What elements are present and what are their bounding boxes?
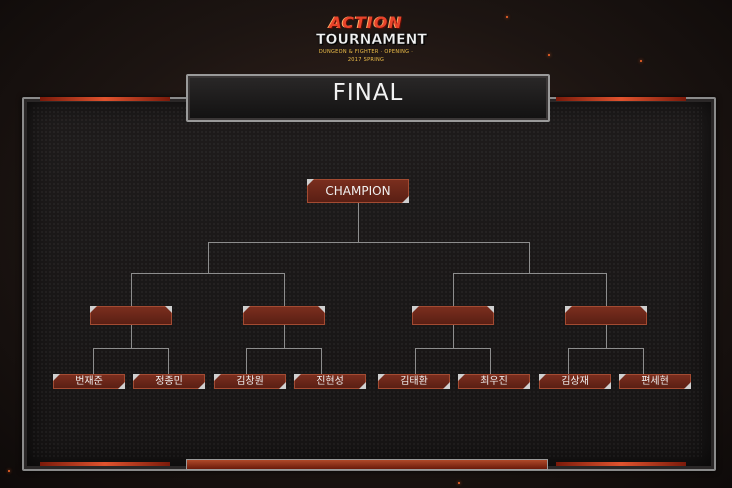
title-plate <box>186 74 550 122</box>
player-slot: 김창원 <box>214 374 286 389</box>
player-slot: 번재준 <box>53 374 125 389</box>
player-slot: 진현성 <box>294 374 366 389</box>
bracket-line <box>131 273 132 306</box>
bracket-line <box>606 325 607 349</box>
bracket-line <box>208 242 530 243</box>
frame-accent-bottom-left <box>40 462 170 466</box>
tournament-logo: ACTION TOURNAMENT DUNGEON & FIGHTER · OP… <box>316 13 427 72</box>
bracket-frame-pattern <box>32 106 702 458</box>
bracket-frame <box>22 97 716 471</box>
bracket-line <box>453 273 607 274</box>
ember-spark <box>506 16 508 18</box>
bracket-line <box>568 348 569 374</box>
bracket-line <box>284 325 285 349</box>
bracket-line <box>246 348 322 349</box>
player-slot: 정종민 <box>133 374 205 389</box>
bracket-line <box>490 348 491 374</box>
bracket-line <box>246 348 247 374</box>
frame-accent-right <box>556 97 686 101</box>
bottom-plate <box>186 459 548 470</box>
ember-spark <box>640 60 642 62</box>
ember-spark <box>8 470 10 472</box>
ember-spark <box>458 482 460 484</box>
bracket-line <box>93 348 94 374</box>
bracket-line <box>643 348 644 374</box>
bracket-line <box>529 242 530 274</box>
bracket-line <box>131 325 132 349</box>
player-slot: 편세현 <box>619 374 691 389</box>
bracket-line <box>321 348 322 374</box>
bracket-line <box>131 273 285 274</box>
logo-line-2: TOURNAMENT <box>316 32 427 49</box>
bracket-line <box>168 348 169 374</box>
ember-spark <box>548 54 550 56</box>
frame-accent-left <box>40 97 170 101</box>
player-slot: 최우진 <box>458 374 530 389</box>
player-slot: 김상재 <box>539 374 611 389</box>
bracket-line <box>208 242 209 274</box>
logo-line-1: ACTION <box>329 13 403 32</box>
logo-line-3: DUNGEON & FIGHTER · OPENING · 2017 SPRIN… <box>318 49 414 63</box>
champion-box: CHAMPION <box>307 179 409 203</box>
bracket-line <box>358 203 359 243</box>
bracket-line <box>415 348 416 374</box>
semifinal-slot <box>565 306 647 325</box>
bracket-line <box>568 348 644 349</box>
bracket-line <box>415 348 491 349</box>
frame-accent-bottom-right <box>556 462 686 466</box>
page-title: FINAL <box>332 80 404 106</box>
bracket-line <box>93 348 169 349</box>
semifinal-slot <box>412 306 494 325</box>
semifinal-slot <box>243 306 325 325</box>
bracket-line <box>284 273 285 306</box>
semifinal-slot <box>90 306 172 325</box>
bracket-line <box>453 325 454 349</box>
bracket-line <box>606 273 607 306</box>
player-slot: 김태환 <box>378 374 450 389</box>
bracket-line <box>453 273 454 306</box>
